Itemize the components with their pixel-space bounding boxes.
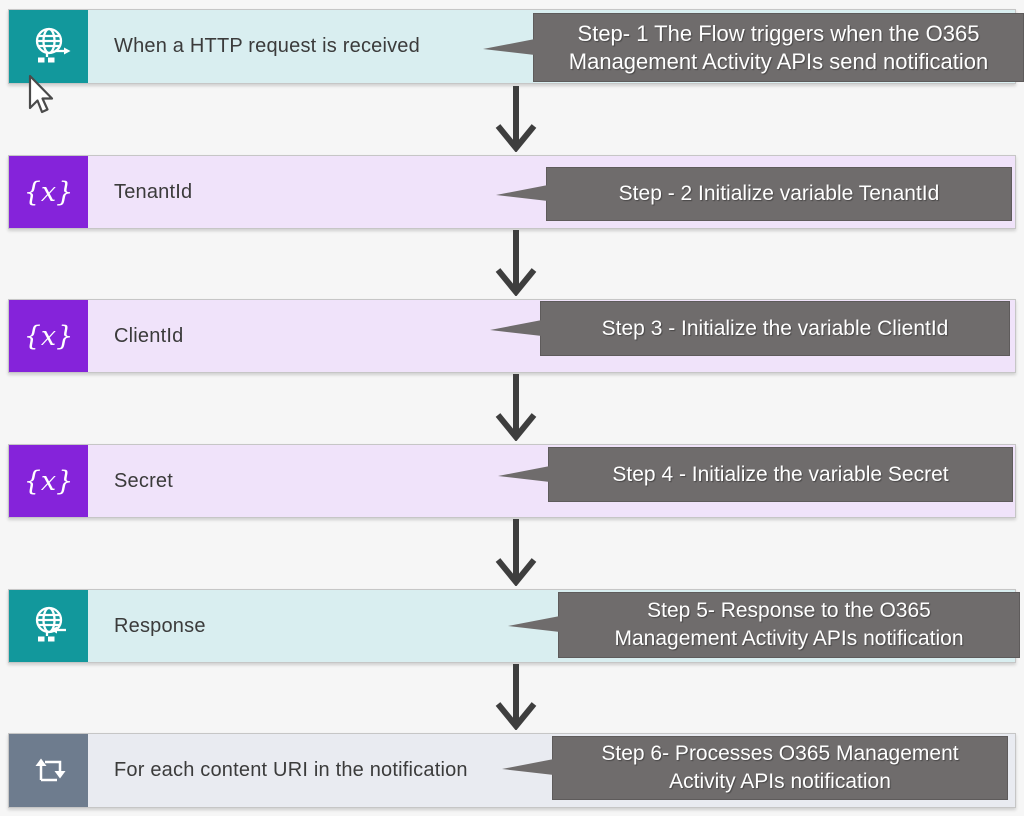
flow-arrow-2 <box>495 230 537 296</box>
variable-icon: {x} <box>9 300 88 372</box>
variable-glyph: {x} <box>23 465 74 497</box>
flow-arrow-3 <box>495 374 537 441</box>
callout-step-4: Step 4 - Initialize the variable Secret <box>498 447 1013 502</box>
callout-step-2: Step - 2 Initialize variable TenantId <box>496 167 1012 221</box>
callout-text-line2: Management Activity APIs send notificati… <box>568 48 989 74</box>
callout-pointer <box>508 616 560 632</box>
flow-arrow-4 <box>495 519 537 586</box>
variable-glyph: {x} <box>23 176 74 208</box>
http-response-icon <box>9 590 88 662</box>
step-label: For each content URI in the notification <box>114 759 468 781</box>
callout-pointer <box>502 759 554 775</box>
callout-step-5: Step 5- Response to the O365 Management … <box>508 592 1020 658</box>
callout-pointer <box>498 465 550 482</box>
callout-text-line1: Step 6- Processes O365 Management <box>601 742 959 765</box>
flow-arrow-5 <box>495 664 537 730</box>
callout-text-line1: Step 4 - Initialize the variable Secret <box>612 462 949 486</box>
step-label: ClientId <box>114 324 184 347</box>
callout-step-6: Step 6- Processes O365 Management Activi… <box>502 736 1008 800</box>
step-label: Secret <box>114 469 174 492</box>
variable-icon: {x} <box>9 156 88 228</box>
callout-pointer <box>496 185 548 201</box>
callout-pointer <box>490 319 542 336</box>
step-label: Response <box>114 614 206 637</box>
for-each-loop-icon <box>9 734 88 807</box>
http-trigger-icon <box>9 10 88 83</box>
callout-text-line2: Activity APIs notification <box>669 770 891 793</box>
variable-icon: {x} <box>9 445 88 517</box>
callout-pointer <box>483 38 535 55</box>
callout-step-1: Step- 1 The Flow triggers when the O365 … <box>483 13 1024 82</box>
callout-text-line1: Step- 1 The Flow triggers when the O365 <box>577 20 980 46</box>
callout-text-line1: Step 5- Response to the O365 <box>647 599 931 622</box>
callout-step-3: Step 3 - Initialize the variable ClientI… <box>490 301 1010 356</box>
callout-text-line1: Step 3 - Initialize the variable ClientI… <box>601 316 949 340</box>
mouse-cursor-icon <box>28 74 54 114</box>
flow-arrow-1 <box>495 86 537 152</box>
callout-text-line2: Management Activity APIs notification <box>614 627 964 650</box>
callout-text-line1: Step - 2 Initialize variable TenantId <box>618 182 940 205</box>
variable-glyph: {x} <box>23 320 74 352</box>
step-label: When a HTTP request is received <box>114 35 420 57</box>
step-label: TenantId <box>114 180 193 203</box>
